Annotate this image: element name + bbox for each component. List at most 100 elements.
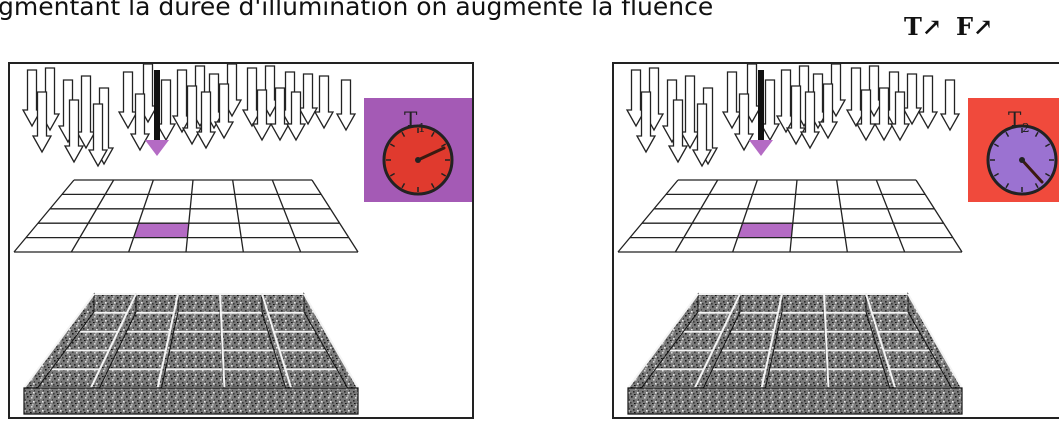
light-arrow xyxy=(901,73,923,126)
focused-beam xyxy=(758,70,764,140)
light-arrow xyxy=(917,75,939,130)
light-arrow xyxy=(635,91,657,154)
wall-top-edge xyxy=(627,293,699,389)
grid-line xyxy=(836,179,848,253)
light-arrow xyxy=(269,87,291,142)
light-arrow xyxy=(625,69,647,128)
detector-wall xyxy=(65,331,327,351)
light-arrow xyxy=(799,91,821,150)
light-arrow xyxy=(75,75,97,150)
light-arrow xyxy=(845,67,867,128)
illumination-grid xyxy=(617,179,963,253)
wall-top-edge xyxy=(907,293,963,389)
pixel-detector xyxy=(23,292,359,415)
legend-time-increase: T↗ xyxy=(904,12,942,41)
clock-center xyxy=(415,157,421,163)
grid-line xyxy=(732,179,758,253)
detector-wall xyxy=(697,293,909,313)
focused-beam-tip xyxy=(749,140,773,156)
light-arrow xyxy=(195,91,217,150)
detector-wall xyxy=(51,349,337,369)
grid-line xyxy=(617,179,679,253)
grid-line xyxy=(13,179,75,253)
light-arrow xyxy=(733,93,755,152)
grid-line xyxy=(311,179,359,253)
clock-tick xyxy=(993,172,999,177)
wall-top-edge xyxy=(156,293,179,389)
clock-subscript: 2 xyxy=(1022,121,1030,135)
light-arrow xyxy=(31,91,53,154)
light-arrow xyxy=(667,99,689,164)
light-arrow xyxy=(679,75,701,150)
light-arrow xyxy=(759,79,781,142)
illumination-grid xyxy=(13,179,359,253)
focused-beam xyxy=(154,70,160,140)
detector-front xyxy=(23,387,359,415)
light-arrow xyxy=(721,71,743,130)
clock-tick xyxy=(1045,143,1051,148)
incident-light-arrows xyxy=(21,63,357,168)
light-arrow xyxy=(285,91,307,142)
light-arrow xyxy=(241,67,263,128)
light-arrow xyxy=(171,69,193,134)
light-arrow xyxy=(313,75,335,130)
pixel-detector xyxy=(627,292,963,415)
light-arrow xyxy=(117,71,139,130)
light-arrow xyxy=(785,85,807,146)
detector-wall xyxy=(37,368,348,388)
grid-line xyxy=(674,179,719,253)
detector-front xyxy=(627,387,963,415)
grid-line xyxy=(789,179,798,253)
light-arrow xyxy=(855,89,877,142)
illuminated-cell xyxy=(737,223,793,238)
clock-tick xyxy=(401,131,406,137)
clock-center xyxy=(1019,157,1025,163)
focused-beam-tip xyxy=(145,140,169,156)
wall-top-edge xyxy=(89,293,137,389)
detector-wall xyxy=(655,349,941,369)
clock-tick xyxy=(389,143,395,148)
grid-line xyxy=(232,179,244,253)
detector-wall xyxy=(79,312,316,332)
light-arrow xyxy=(129,93,151,152)
light-arrow xyxy=(21,69,43,128)
legend: T↗ F↗ xyxy=(904,12,1007,41)
clock-tick xyxy=(1034,183,1039,189)
wall-top-edge xyxy=(261,293,293,389)
light-arrow xyxy=(63,99,85,164)
light-arrow xyxy=(297,73,319,126)
wall-top-edge xyxy=(760,293,783,389)
incident-light-arrows xyxy=(625,63,961,168)
light-arrow xyxy=(889,91,911,142)
clock-tick xyxy=(441,172,447,177)
wall-top-edge xyxy=(219,293,226,389)
clock-label: T xyxy=(404,107,418,131)
clock-hand xyxy=(1020,158,1044,184)
clock-tick xyxy=(1005,131,1010,137)
grid-line xyxy=(185,179,194,253)
clock-tick xyxy=(993,143,999,148)
legend-fluence-increase: F↗ xyxy=(955,12,994,41)
wall-top-edge xyxy=(693,293,741,389)
light-arrow xyxy=(181,85,203,146)
clock-tick xyxy=(1005,183,1010,189)
wall-top-edge xyxy=(303,293,359,389)
detector-wall xyxy=(683,312,920,332)
clock-tick xyxy=(401,183,406,189)
clock-tick xyxy=(430,131,435,137)
grid-line xyxy=(128,179,154,253)
grid-line xyxy=(70,179,115,253)
light-arrow xyxy=(213,83,235,140)
light-arrow xyxy=(691,103,713,168)
clock-tick xyxy=(389,172,395,177)
wall-top-edge xyxy=(23,293,95,389)
wall-top-edge xyxy=(865,293,897,389)
clock-label: T xyxy=(1008,107,1022,131)
clock-tick xyxy=(1045,172,1051,177)
clock-hand xyxy=(416,146,446,162)
